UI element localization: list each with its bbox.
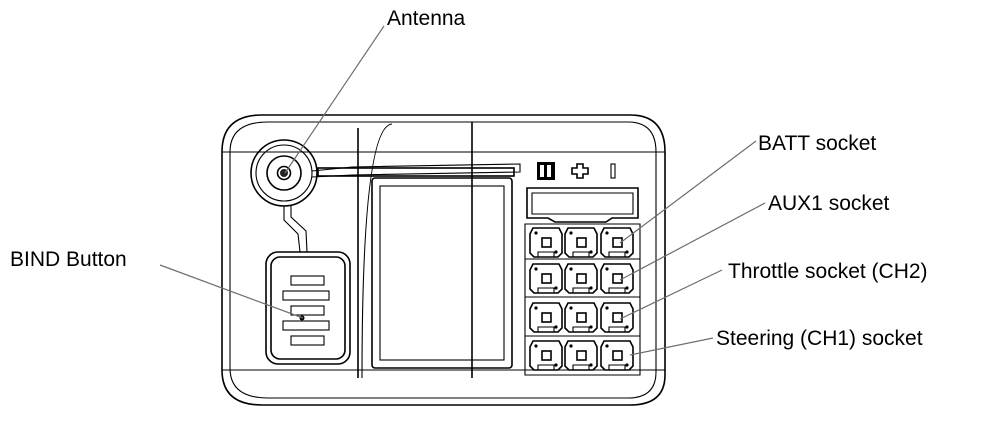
batt-socket-label: BATT socket: [758, 132, 876, 155]
servo-pin-icon: [564, 302, 598, 333]
servo-pin-icon: [564, 340, 598, 371]
servo-pin-icon: [600, 227, 634, 258]
servo-pin-icon: [529, 302, 563, 333]
leader-steering-socket: [629, 337, 714, 356]
minus-symbol-icon: [610, 163, 616, 179]
servo-pin-icon: [529, 263, 563, 294]
plus-symbol-icon: [571, 163, 589, 179]
servo-pin-icon: [529, 340, 563, 371]
socket-pins: [529, 227, 634, 371]
leader-aux1-socket: [619, 202, 766, 281]
servo-pin-icon: [529, 227, 563, 258]
servo-pin-icon: [600, 340, 634, 371]
servo-pin-icon: [564, 227, 598, 258]
leader-throttle-socket: [619, 269, 723, 320]
leader-antenna: [284, 25, 385, 174]
signal-symbol-icon: [537, 162, 555, 180]
steering-socket-label: Steering (CH1) socket: [716, 327, 923, 350]
bind-button-label: BIND Button: [10, 248, 127, 271]
bind-button-icon: [265, 251, 351, 365]
socket-block: [524, 187, 641, 376]
throttle-socket-label: Throttle socket (CH2): [728, 260, 928, 283]
servo-pin-icon: [600, 302, 634, 333]
servo-pin-icon: [564, 263, 598, 294]
leader-batt-socket: [619, 140, 757, 244]
leader-lines: [159, 25, 766, 356]
servo-pin-icon: [600, 263, 634, 294]
receiver-body: [221, 114, 666, 406]
leader-bind-button: [159, 264, 304, 319]
antenna-mount-icon: [250, 139, 521, 253]
antenna-label: Antenna: [387, 7, 466, 30]
aux1-socket-label: AUX1 socket: [768, 192, 890, 215]
